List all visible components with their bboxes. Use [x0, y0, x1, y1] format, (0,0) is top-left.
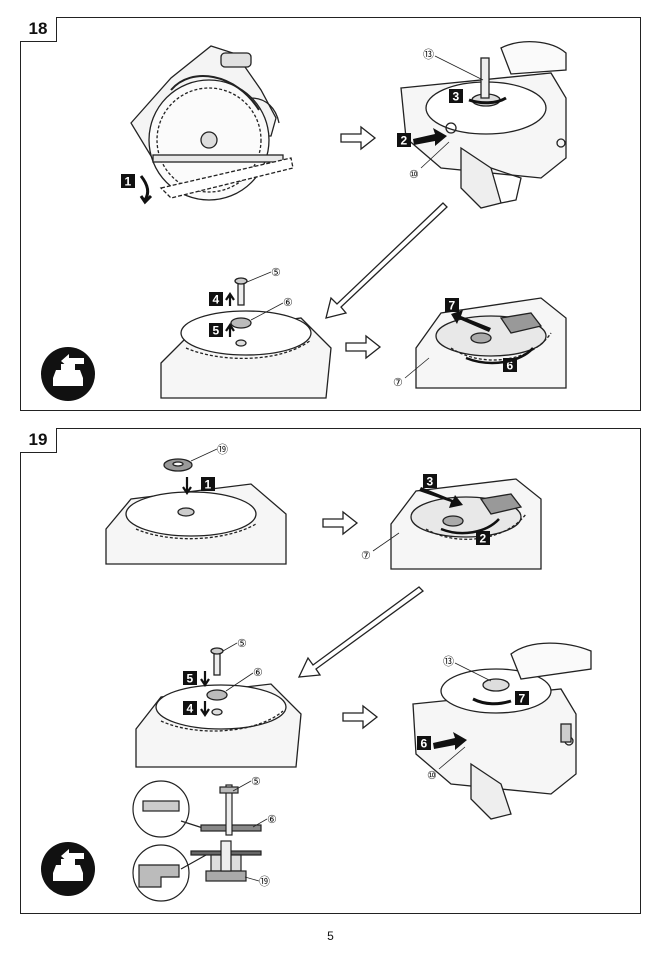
step-badge: 3 [449, 89, 463, 104]
figure-19-panel: 19 ⑲ 1 3 [20, 428, 641, 914]
step-badge: 3 [423, 474, 437, 489]
step-2-label: 2 [480, 532, 487, 546]
ref-5: ⑤ [251, 776, 261, 788]
saw-bolt-install-illustration [135, 647, 302, 768]
page-number: 5 [327, 929, 334, 943]
step-4-label: 4 [187, 702, 194, 716]
saw-tighten-illustration [412, 642, 592, 820]
saw-bolt-removal-illustration [160, 277, 332, 399]
figure-18-panel: 18 1 [20, 17, 641, 411]
ref-6: ⑥ [267, 814, 277, 826]
push-arrow-icon [413, 128, 447, 146]
ref-19: ⑲ [259, 875, 270, 888]
figure-number: 18 [20, 17, 57, 42]
flow-arrow-icon [325, 202, 448, 319]
step-badge: 7 [445, 298, 459, 313]
ref-5: ⑤ [237, 638, 247, 650]
step-6-label: 6 [421, 737, 428, 751]
flow-arrow-icon [340, 125, 377, 151]
step-5-label: 5 [187, 672, 194, 686]
ref-19: ⑲ [217, 443, 228, 456]
step-badge: 6 [417, 736, 431, 751]
ref-6: ⑥ [283, 297, 293, 309]
step-7-label: 7 [449, 299, 456, 313]
ref-5: ⑤ [271, 267, 281, 279]
saw-blade-install-illustration [390, 478, 542, 570]
step-badge: 5 [209, 323, 235, 338]
figure-18-illustration: 1 ⑬ 3 2 ⑩ [41, 41, 567, 401]
flow-arrow-icon [345, 334, 382, 360]
ref-10: ⑩ [427, 770, 437, 782]
step-6-label: 6 [507, 359, 514, 373]
step-badge: 4 [183, 701, 210, 717]
flange-cross-section [132, 780, 262, 902]
unplug-battery-icon [41, 842, 95, 896]
step-badge: 5 [183, 671, 210, 687]
ref-6: ⑥ [253, 667, 263, 679]
ref-13: ⑬ [443, 655, 454, 668]
saw-top-view-illustration [400, 41, 567, 209]
step-7-label: 7 [519, 692, 526, 706]
step-4-label: 4 [213, 293, 220, 307]
flow-arrow-icon [342, 704, 379, 730]
saw-blade-removal-illustration [415, 297, 567, 389]
step-2-label: 2 [401, 134, 408, 148]
step-badge: 1 [201, 477, 215, 492]
figure-19-illustration: ⑲ 1 3 2 ⑦ [41, 443, 592, 902]
rotate-arrow-icon [139, 175, 153, 205]
step-3-label: 3 [427, 475, 434, 489]
figure-number: 19 [20, 428, 57, 453]
flow-arrow-icon [297, 586, 424, 678]
flow-arrow-icon [322, 510, 359, 536]
ref-7: ⑦ [361, 550, 371, 562]
step-5-label: 5 [213, 324, 220, 338]
ref-13: ⑬ [423, 48, 434, 61]
step-3-label: 3 [453, 90, 460, 104]
step-badge: 4 [209, 292, 235, 307]
step-badge: 7 [515, 691, 529, 706]
step-badge: 2 [476, 531, 490, 546]
ref-10: ⑩ [409, 169, 419, 181]
ref-7: ⑦ [393, 377, 403, 389]
saw-full-illustration [130, 45, 294, 201]
step-1-label: 1 [125, 175, 132, 189]
step-badge: 1 [121, 174, 135, 189]
unplug-battery-icon [41, 347, 95, 401]
saw-flange-install-illustration [105, 458, 287, 565]
step-1-label: 1 [205, 478, 212, 492]
step-badge: 2 [397, 133, 411, 148]
